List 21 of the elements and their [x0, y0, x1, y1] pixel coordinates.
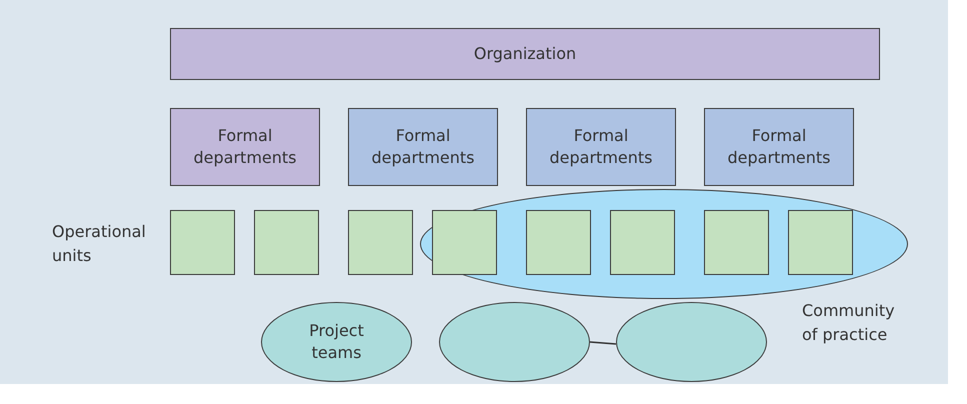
connector-line [590, 341, 616, 345]
node-label: Formal departments [726, 125, 832, 169]
department-box [704, 108, 854, 186]
department-box [170, 108, 320, 186]
node-label: Organization [474, 43, 576, 65]
unit-box [170, 210, 235, 275]
unit-box [704, 210, 769, 275]
node-label: Project teams [308, 320, 365, 364]
organization-box [170, 28, 880, 80]
unit-box [348, 210, 413, 275]
group-caption: Community of practice [802, 300, 896, 346]
department-box [526, 108, 676, 186]
node-label: Formal departments [192, 125, 298, 169]
unit-box [254, 210, 319, 275]
unit-box [610, 210, 675, 275]
node-label: Formal departments [370, 125, 476, 169]
node-label: Formal departments [548, 125, 654, 169]
department-box [348, 108, 498, 186]
unit-box [526, 210, 591, 275]
row-label: Operational units [52, 221, 147, 267]
unit-box [788, 210, 853, 275]
